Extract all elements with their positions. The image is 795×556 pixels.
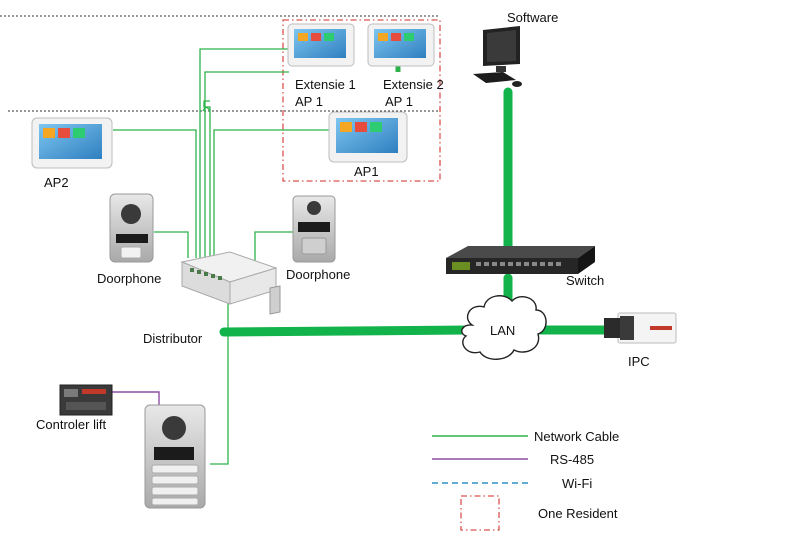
switch-device[interactable]	[446, 246, 595, 274]
extensie-1-monitor[interactable]	[287, 23, 355, 67]
cable-hop	[202, 106, 211, 112]
extensie1-label: Extensie 1	[295, 77, 356, 92]
legend-resident-label: One Resident	[538, 506, 618, 521]
ipc-camera[interactable]	[604, 312, 677, 344]
extensie-2-monitor[interactable]	[367, 23, 435, 67]
ap2-monitor[interactable]	[31, 117, 113, 169]
distributor-label: Distributor	[143, 331, 203, 346]
legend-wifi-label: Wi-Fi	[562, 476, 593, 491]
ap1-label: AP1	[354, 164, 379, 179]
legend-resident-box	[460, 495, 500, 531]
network-cables	[113, 48, 330, 465]
distributor-device[interactable]	[180, 251, 281, 315]
doorphone-left-label: Doorphone	[97, 271, 162, 286]
ap1-monitor[interactable]	[328, 111, 408, 163]
extensie2-sub-label: AP 1	[385, 94, 413, 109]
lift-doorphone-device[interactable]	[144, 404, 206, 509]
backbone-cables	[219, 87, 609, 337]
extensie1-sub-label: AP 1	[295, 94, 323, 109]
software-label: Software	[507, 10, 559, 25]
extensie2-label: Extensie 2	[383, 77, 444, 92]
legend-rs485-label: RS-485	[550, 452, 595, 467]
doorphone-right-label: Doorphone	[286, 267, 351, 282]
controler-lift-device[interactable]	[59, 384, 113, 416]
doorphone-left-device[interactable]	[109, 193, 154, 263]
ap2-label: AP2	[44, 175, 69, 190]
controler-lift-label: Controler lift	[36, 417, 107, 432]
rs485-cable	[112, 391, 160, 410]
legend-network-label: Network Cable	[534, 429, 620, 444]
ipc-label: IPC	[628, 354, 650, 369]
lan-label: LAN	[490, 323, 516, 338]
legend	[432, 435, 528, 531]
doorphone-right-device[interactable]	[292, 195, 336, 263]
lan-cloud	[461, 295, 547, 360]
switch-label: Switch	[566, 273, 605, 288]
one-resident-boundary	[282, 19, 441, 182]
software-pc-icon[interactable]	[473, 26, 522, 87]
